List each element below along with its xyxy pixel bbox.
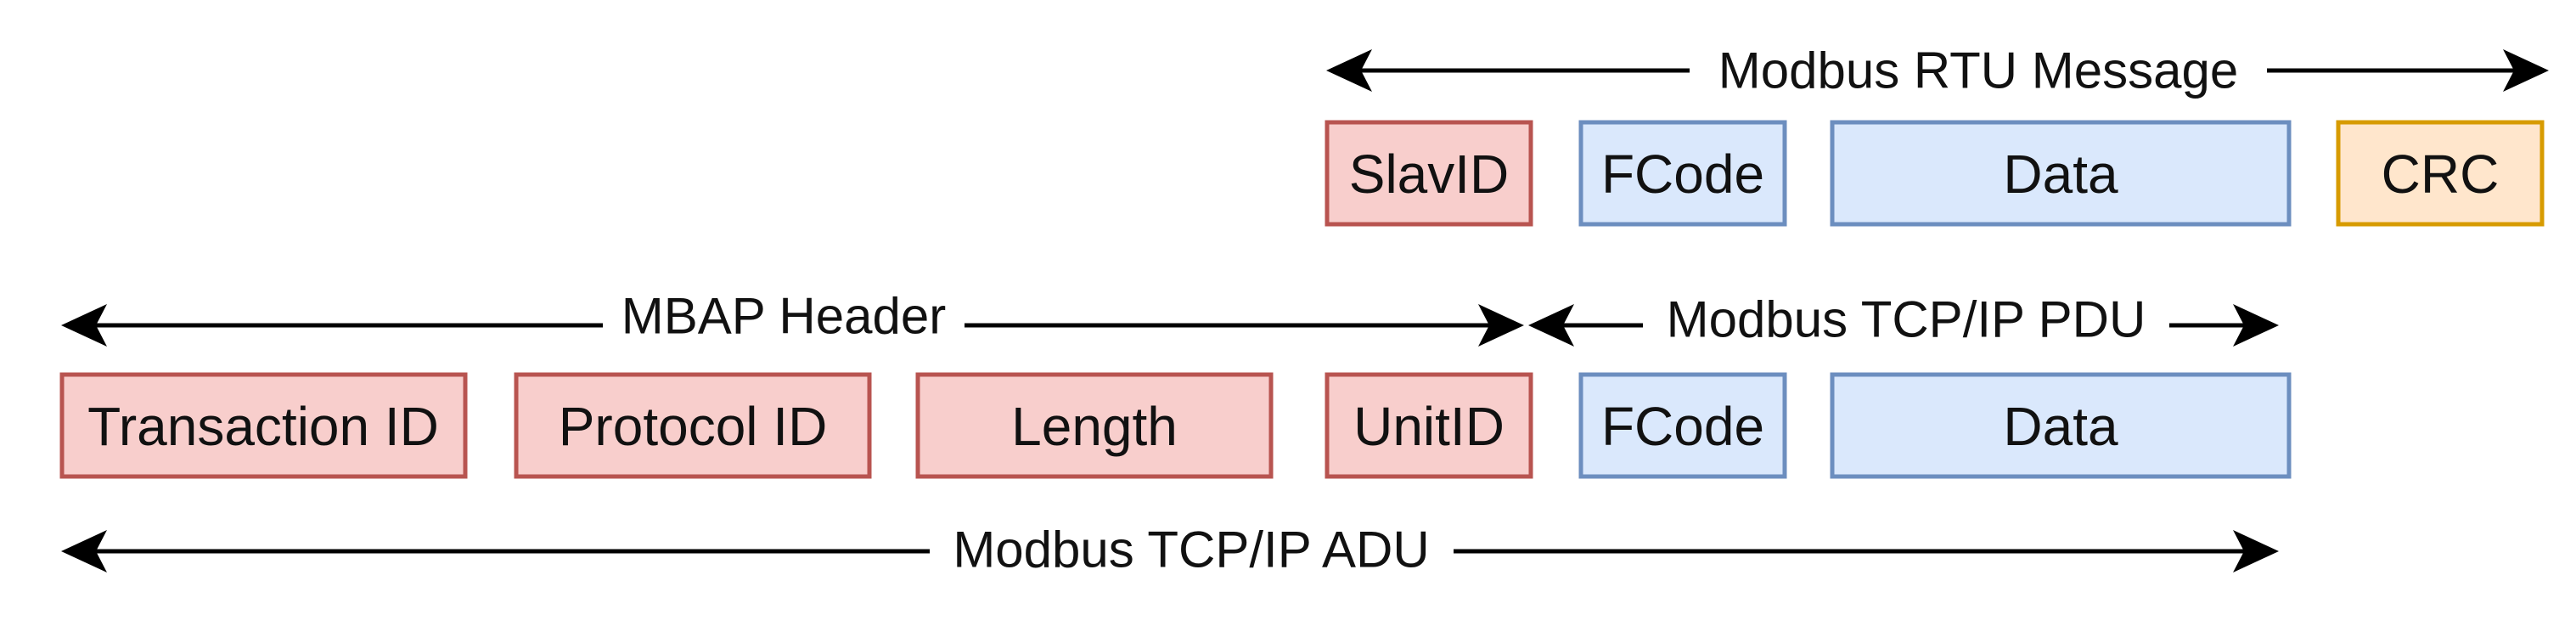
- rtu-field-function-code-box: [1578, 120, 1787, 227]
- tcp-field-unit-id-label: UnitID: [1353, 396, 1505, 457]
- rtu-field-slave-id: SlavID: [1325, 120, 1533, 227]
- tcp-field-data-box: [1830, 372, 2292, 479]
- rtu-field-data-box: [1830, 120, 2292, 227]
- tcp-field-protocol-id: Protocol ID: [514, 372, 872, 479]
- tcp-fields-row: Transaction ID Protocol ID Length UnitID…: [59, 372, 2292, 479]
- tcp-pdu-label: Modbus TCP/IP PDU: [1667, 291, 2146, 348]
- tcp-field-data: Data: [1830, 372, 2292, 479]
- tcp-adu-label: Modbus TCP/IP ADU: [953, 522, 1429, 578]
- rtu-field-crc-box: [2336, 120, 2545, 227]
- tcp-field-transaction-id: Transaction ID: [59, 372, 468, 479]
- tcp-pdu-span: Modbus TCP/IP PDU: [1528, 291, 2279, 348]
- rtu-field-data-label: Data: [2003, 144, 2118, 205]
- rtu-field-crc-label: CRC: [2382, 144, 2500, 205]
- tcp-field-unit-id: UnitID: [1325, 372, 1533, 479]
- rtu-message-span: Modbus RTU Message: [1326, 42, 2549, 99]
- tcp-adu-arrowhead-left: [61, 530, 107, 572]
- tcp-pdu-arrowhead-right: [2233, 304, 2279, 347]
- rtu-message-label: Modbus RTU Message: [1718, 42, 2238, 99]
- tcp-pdu-arrowhead-left: [1528, 304, 1574, 347]
- tcp-field-function-code-label: FCode: [1601, 396, 1764, 457]
- rtu-field-crc: CRC: [2336, 120, 2545, 227]
- tcp-field-length-label: Length: [1011, 396, 1178, 457]
- tcp-field-length-box: [915, 372, 1274, 479]
- rtu-field-data: Data: [1830, 120, 2292, 227]
- tcp-adu-span: Modbus TCP/IP ADU: [61, 522, 2279, 578]
- rtu-field-slave-id-box: [1325, 120, 1533, 227]
- rtu-message-arrowhead-left: [1326, 49, 1372, 92]
- tcp-field-protocol-id-label: Protocol ID: [559, 396, 828, 457]
- tcp-field-length: Length: [915, 372, 1274, 479]
- rtu-field-slave-id-label: SlavID: [1349, 144, 1510, 205]
- rtu-field-function-code-label: FCode: [1601, 144, 1764, 205]
- mbap-header-span: MBAP Header: [61, 288, 1524, 347]
- rtu-field-function-code: FCode: [1578, 120, 1787, 227]
- tcp-field-transaction-id-label: Transaction ID: [87, 396, 439, 457]
- mbap-header-arrowhead-left: [61, 304, 107, 347]
- tcp-field-function-code-box: [1578, 372, 1787, 479]
- tcp-field-transaction-id-box: [59, 372, 468, 479]
- tcp-field-function-code: FCode: [1578, 372, 1787, 479]
- tcp-field-data-label: Data: [2003, 396, 2118, 457]
- mbap-header-label: MBAP Header: [622, 288, 946, 345]
- tcp-adu-arrowhead-right: [2233, 530, 2279, 572]
- tcp-field-protocol-id-box: [514, 372, 872, 479]
- rtu-message-arrowhead-right: [2503, 49, 2549, 92]
- tcp-field-unit-id-box: [1325, 372, 1533, 479]
- rtu-fields-row: SlavID FCode Data CRC: [1325, 120, 2545, 227]
- mbap-header-arrowhead-right: [1478, 304, 1524, 347]
